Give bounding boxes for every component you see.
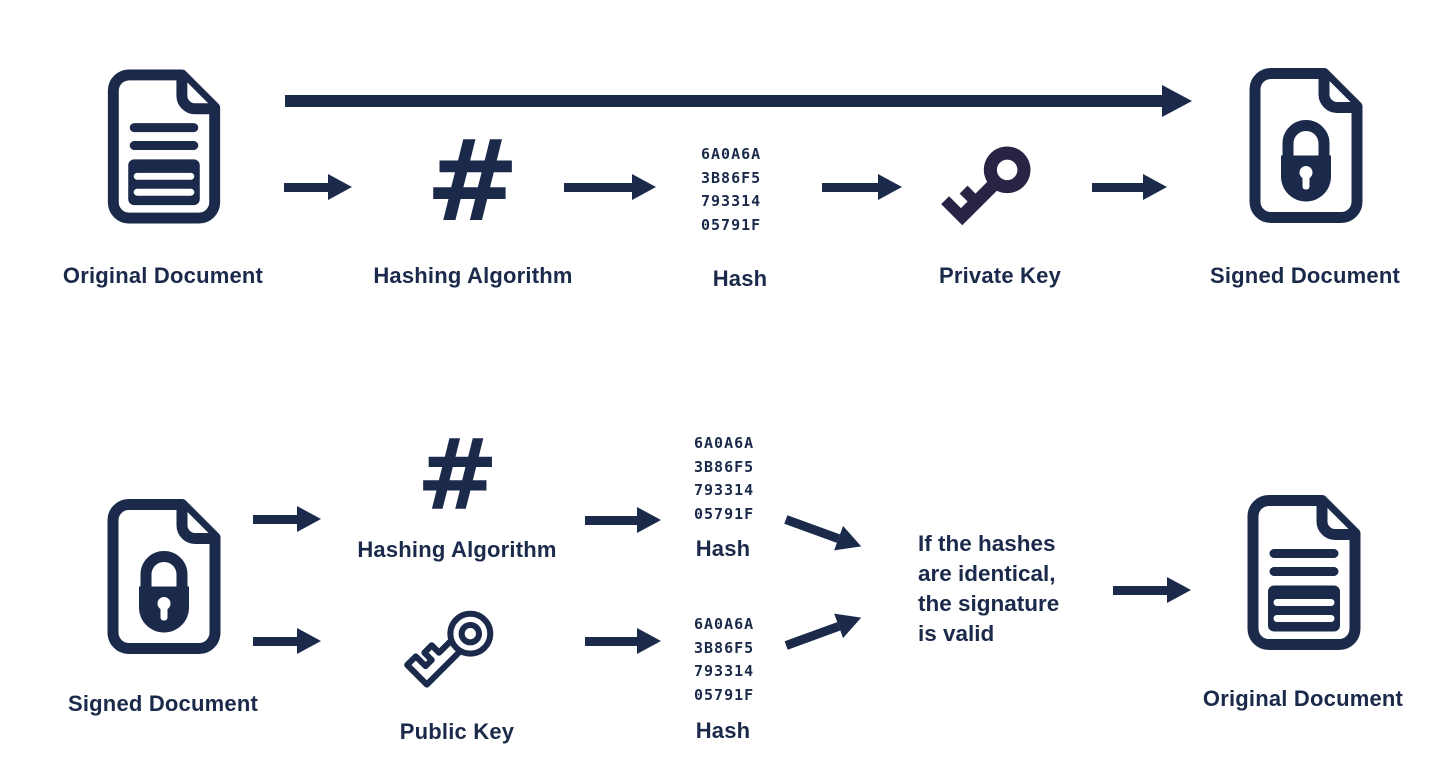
arrow-hash-to-privatekey (822, 174, 902, 200)
arrow-hashing-to-hash-bottom (585, 507, 661, 533)
signed-document-icon-bottom (103, 496, 225, 657)
hash-value-top: 6A0A6A 3B86F5 793314 05791F (694, 434, 755, 523)
arrow-shaft (784, 621, 841, 650)
hash-value-bottom: 6A0A6A 3B86F5 793314 05791F (694, 615, 755, 704)
arrow-document-to-hashing (284, 174, 352, 200)
arrow-shaft (1113, 585, 1167, 595)
original-document-label-bottom: Original Document (1202, 686, 1404, 711)
hashing-algorithm-label-bottom: Hashing Algorithm (357, 537, 557, 562)
hashing-algorithm-label: Hashing Algorithm (373, 263, 573, 288)
arrow-shaft (285, 95, 1162, 107)
arrow-head (297, 628, 321, 654)
hash-label: Hash (712, 266, 768, 291)
private-key-icon (932, 132, 1047, 242)
public-key-label: Public Key (399, 719, 515, 744)
arrow-shaft (1092, 182, 1143, 192)
arrow-head (632, 174, 656, 200)
arrow-shaft (253, 514, 297, 524)
arrow-head (637, 628, 661, 654)
arrow-head (637, 507, 661, 533)
arrow-publickey-to-hash (585, 628, 661, 654)
arrow-shaft (253, 636, 297, 646)
long-arrow-original-to-signed (285, 85, 1192, 117)
arrow-signed-to-hashing (253, 506, 321, 532)
arrow-hashing-to-hash (564, 174, 656, 200)
arrow-head (1162, 85, 1192, 117)
arrow-head (1143, 174, 1167, 200)
original-document-label: Original Document (62, 263, 264, 288)
verdict-text: If the hashes are identical, the signatu… (918, 531, 1060, 646)
arrow-privatekey-to-signed (1092, 174, 1167, 200)
arrow-head (1167, 577, 1191, 603)
hash-value: 6A0A6A 3B86F5 793314 05791F (701, 145, 762, 234)
arrow-hash-bottom-to-verdict (782, 605, 866, 657)
original-document-icon-bottom (1243, 492, 1365, 653)
arrow-hash-top-to-verdict (782, 507, 866, 559)
arrow-head (878, 174, 902, 200)
signed-document-icon (1245, 65, 1367, 226)
arrow-shaft (284, 182, 328, 192)
arrow-shaft (564, 182, 632, 192)
arrow-head (834, 525, 866, 559)
signed-document-label: Signed Document (1209, 263, 1400, 288)
arrow-shaft (585, 636, 637, 646)
signed-document-label-bottom: Signed Document (67, 691, 258, 716)
public-key-icon (400, 599, 510, 699)
hash-label-bottom: Hash (695, 718, 751, 743)
arrow-shaft (784, 514, 841, 543)
hashing-algorithm-icon-bottom: # (416, 418, 499, 533)
arrow-shaft (822, 182, 878, 192)
hashing-algorithm-icon: # (425, 117, 520, 247)
private-key-label: Private Key (938, 263, 1062, 288)
arrow-head (297, 506, 321, 532)
original-document-icon (103, 67, 225, 226)
arrow-head (834, 605, 866, 639)
arrow-shaft (585, 515, 637, 525)
arrow-head (328, 174, 352, 200)
arrow-verdict-to-original (1113, 577, 1191, 603)
hash-label-top: Hash (695, 536, 751, 561)
arrow-signed-to-publickey (253, 628, 321, 654)
